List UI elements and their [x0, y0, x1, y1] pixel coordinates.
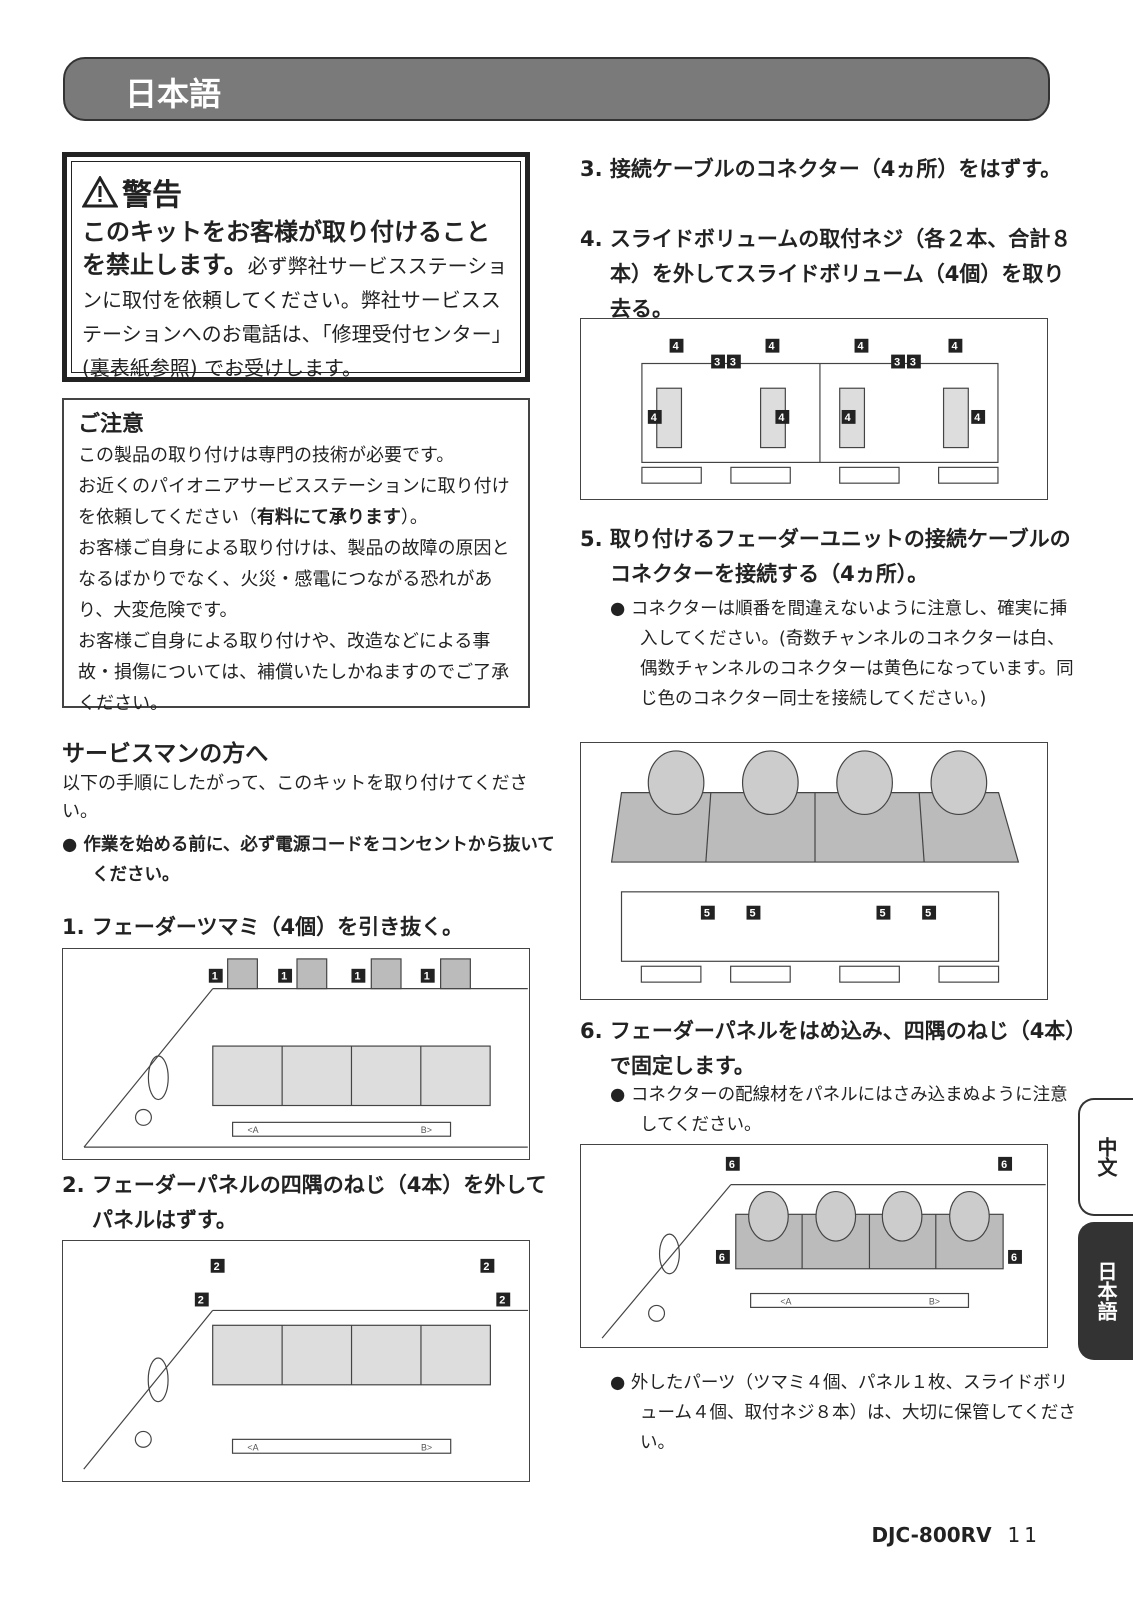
step-6: 6. フェーダーパネルをはめ込み、四隅のねじ（4本）で固定します。 [580, 1019, 1076, 1078]
fig6-label-3: 6 [719, 1252, 725, 1264]
fig5-label-4: 5 [925, 908, 931, 920]
fig3-label-8: 3 [910, 356, 916, 368]
fig2-label-b: B> [421, 1442, 432, 1452]
fig2-label-2: 2 [483, 1261, 489, 1273]
caution-p2: お近くのパイオニアサービスステーションに取り付けを依頼してください（有料にて承り… [78, 471, 514, 533]
section-title: 日本語 [125, 75, 222, 113]
fig6-label-4: 6 [1011, 1252, 1017, 1264]
step-4: 4. スライドボリュームの取付ネジ（各２本、合計８本）を外してスライドボリューム… [580, 227, 1072, 321]
model-name: DJC-800RV [871, 1523, 992, 1547]
fig2-label-a: <A [247, 1442, 258, 1452]
final-note: ● 外したパーツ（ツマミ４個、パネル１枚、スライドボリューム４個、取付ネジ８本）… [610, 1373, 1076, 1453]
tab-japanese-label: 日本語 [1094, 1261, 1118, 1321]
fig1-label-2: 1 [281, 971, 287, 983]
fig3-label-1: 4 [673, 341, 679, 353]
fig3-label-4: 4 [951, 341, 957, 353]
caution-p4: お客様ご自身による取り付けや、改造などによる事故・損傷については、補償いたしかね… [78, 631, 510, 714]
fig5-label-1: 5 [704, 908, 710, 920]
warning-title: 警告 [122, 178, 182, 213]
step-3: 3. 接続ケーブルのコネクター（4ヵ所）をはずす。 [580, 157, 1062, 181]
warning-lead: このキットをお客様が取り付けることを禁止します。 [82, 218, 490, 279]
tab-chinese[interactable]: 中文 [1078, 1098, 1133, 1216]
fig2-label-1: 2 [214, 1261, 220, 1273]
service-intro: 以下の手順にしたがって、このキットを取り付けてください。 [62, 773, 528, 822]
fig5-label-3: 5 [879, 908, 885, 920]
fig1-label-3: 1 [354, 971, 360, 983]
fig2-label-4: 2 [499, 1294, 505, 1306]
fig5-label-2: 5 [750, 908, 756, 920]
step-5: 5. 取り付けるフェーダーユニットの接続ケーブルのコネクターを接続する（4ヵ所）… [580, 527, 1071, 586]
fig3-label-9: 4 [651, 412, 657, 424]
step-1: 1. フェーダーツマミ（4個）を引き抜く。 [62, 915, 464, 939]
section-header: 日本語 [63, 57, 1050, 121]
fig3-label-11: 4 [845, 412, 851, 424]
warning-heading: 警告 [82, 170, 510, 214]
tab-chinese-label: 中文 [1094, 1137, 1118, 1177]
step-5-note: ● コネクターは順番を間違えないように注意し、確実に挿入してください。(奇数チャ… [610, 599, 1074, 709]
caution-p2b: 有料にて承ります [256, 507, 401, 528]
tab-japanese[interactable]: 日本語 [1078, 1222, 1133, 1360]
fig3-label-2: 4 [769, 341, 775, 353]
figure-step-5: 5 5 5 5 [580, 742, 1048, 1000]
fig3-label-6: 3 [730, 356, 736, 368]
fig1-label-b: B> [421, 1125, 432, 1135]
fig1-label-a: <A [247, 1125, 258, 1135]
figure-step-6: 6 6 6 6 <A B> [580, 1144, 1048, 1348]
caution-title: ご注意 [78, 412, 145, 437]
caution-box: ご注意 この製品の取り付けは専門の技術が必要です。 お近くのパイオニアサービスス… [62, 398, 530, 714]
fig1-label-1: 1 [212, 971, 218, 983]
warning-rest: 必ず弊社サービスステーションに取付を依頼してください。弊社サービスステーションへ… [82, 254, 508, 380]
caution-p2a: お近くのパイオニアサービスステーションに取り付けを依頼してください（ [78, 476, 510, 528]
fig3-label-3: 4 [858, 341, 864, 353]
service-bullet: ● 作業を始める前に、必ず電源コードをコンセントから抜いてください。 [62, 835, 555, 885]
caution-p3: お客様ご自身による取り付けは、製品の故障の原因となるばかりでなく、火災・感電につ… [78, 538, 510, 621]
fig6-label-1: 6 [729, 1159, 735, 1171]
service-title: サービスマンの方へ [62, 741, 269, 767]
fig3-label-10: 4 [778, 412, 784, 424]
warning-text: このキットをお客様が取り付けることを禁止します。必ず弊社サービスステーションに取… [82, 216, 510, 385]
fig3-label-5: 3 [714, 356, 720, 368]
caution-p1: この製品の取り付けは専門の技術が必要です。 [78, 445, 455, 466]
fig6-label-b: B> [929, 1296, 940, 1306]
page-footer: DJC-800RV 11 [871, 1523, 1041, 1547]
warning-box: 警告 このキットをお客様が取り付けることを禁止します。必ず弊社サービスステーショ… [62, 152, 530, 382]
warning-triangle-icon [82, 176, 118, 208]
page-number: 11 [1007, 1523, 1041, 1547]
step-2: 2. フェーダーパネルの四隅のねじ（4本）を外してパネルはずす。 [62, 1173, 547, 1232]
fig6-label-2: 6 [1001, 1159, 1007, 1171]
fig6-label-a: <A [780, 1296, 791, 1306]
figure-step-2: 2 2 2 2 <A B> [62, 1240, 530, 1482]
step-6-note: ● コネクターの配線材をパネルにはさみ込まぬように注意してください。 [610, 1085, 1068, 1135]
fig2-label-3: 2 [198, 1294, 204, 1306]
fig1-label-4: 1 [424, 971, 430, 983]
fig3-label-7: 3 [894, 356, 900, 368]
figure-step-1: 1 1 1 1 <A B> [62, 948, 530, 1160]
fig3-label-12: 4 [974, 412, 980, 424]
caution-p2c: ）。 [400, 507, 428, 528]
figure-step-3-4: 4 4 4 4 3 3 3 3 4 4 4 4 [580, 318, 1048, 500]
